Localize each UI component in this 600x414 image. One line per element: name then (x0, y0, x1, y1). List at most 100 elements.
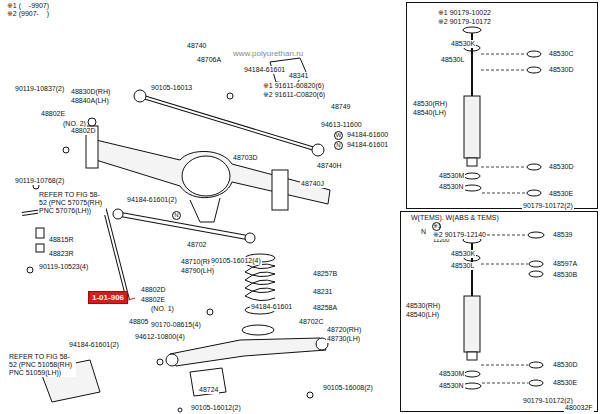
part-number: 48539 (552, 231, 573, 239)
stabilizer-bar (22, 204, 128, 300)
part-number: 48530E (552, 379, 578, 387)
lower-arm (170, 338, 326, 366)
part-number: 90170-08615(4) (150, 321, 202, 329)
part-number: 48530B (552, 271, 578, 279)
circle-mark: N (334, 141, 343, 150)
shock-absorber (463, 27, 481, 191)
note: ※2 (9907- ) (6, 10, 50, 18)
catalog-number-box: 1-01-906 (88, 291, 128, 304)
part-number: 48805 (128, 318, 149, 326)
part-number: 48802E (140, 296, 166, 304)
part-number: 94612-10800(4) (134, 333, 186, 341)
leader-line (128, 298, 135, 300)
watermark: www.polyurethan.ru (232, 50, 304, 58)
part-number: 48790(LH) (180, 267, 215, 275)
part-number: 48706A (196, 56, 222, 64)
control-arm (118, 214, 250, 238)
part-number: 48530L (440, 56, 465, 64)
part-number: 48530D (548, 66, 575, 74)
note: ※1 ( -9907) (6, 2, 50, 10)
circle-mark: W (334, 131, 343, 140)
note: N (420, 228, 427, 236)
part-number: 48530M (438, 172, 465, 180)
part-number: 90119-10768(2) (14, 177, 65, 185)
bushing (134, 90, 146, 102)
part-number: 48840A(LH) (70, 97, 110, 105)
lateral-rod (140, 96, 318, 150)
bushing (312, 144, 324, 156)
part-number: 480032F (564, 404, 594, 412)
inset-frame (407, 3, 598, 209)
part-number: 48802D (140, 286, 167, 294)
part-number: 48530L (450, 262, 475, 270)
part-number: 94184-61600 (346, 131, 389, 139)
part-number: ※1 90179-10022 (437, 9, 492, 17)
axle-housing (190, 198, 220, 222)
part-number: 90119-10523(4) (38, 263, 89, 271)
part-number: 90105-16013 (150, 84, 193, 92)
part-number: 48802D (70, 127, 97, 135)
circle-mark: N (172, 211, 181, 220)
part-number: 48703D (232, 154, 259, 162)
part-number: 48530M (438, 370, 465, 378)
note: REFER TO FIG 58-52 (PNC 57075(RH) PNC 57… (38, 191, 106, 215)
differential (182, 156, 230, 196)
part-number: 48258A (312, 304, 338, 312)
part-number: 94184-61601 (346, 141, 389, 149)
part-number: 94184-61601(2) (68, 341, 120, 349)
part-number: 48341 (288, 72, 309, 80)
bracket (272, 170, 288, 210)
part-number: 48740 (186, 42, 207, 50)
part-number: 48720(RH) (326, 326, 362, 334)
bushing (527, 51, 544, 386)
part-number: 48530(RH) (412, 100, 448, 108)
part-number: 94184-61601(2) (126, 196, 178, 204)
part-number: 90179-10172(2) (522, 202, 574, 210)
part-number: W(TEMS). W(ABS & TEMS) (410, 214, 500, 222)
part-number: 48830D(RH) (70, 88, 111, 96)
part-number: 48231 (312, 288, 333, 296)
part-number: 94184-61601 (243, 66, 286, 74)
part-number: 48530N (438, 382, 465, 390)
part-number: 48749 (330, 103, 351, 111)
circle-mark: ※1 94187-11200 (432, 222, 441, 231)
part-number: 48257B (312, 270, 338, 278)
part-number: 48530D (548, 163, 575, 171)
note: REFER TO FIG 58-52 (PNC 51058(RH) PNC 51… (8, 353, 76, 377)
part-number: 48740H (316, 162, 343, 170)
part-number: 90105-16012(4) (210, 257, 262, 265)
part-number: 48702 (186, 241, 207, 249)
part-number: ※2 90179-10172 (437, 18, 492, 26)
part-number: 48530C (548, 50, 575, 58)
catalog-number: 1-01-906 (92, 293, 124, 302)
part-number: 48530K (450, 40, 476, 48)
part-number: 48802E (40, 110, 66, 118)
part-number: 48702C (298, 318, 325, 326)
part-number: 48540(LH) (412, 109, 447, 117)
part-number: (NO. 1) (150, 305, 175, 313)
part-number: 48815R (48, 236, 75, 244)
axle-housing (96, 140, 330, 204)
part-number: 90105-16012(2) (190, 404, 242, 412)
part-number: 48823R (48, 250, 75, 258)
bracket (190, 368, 226, 396)
shock-absorber (463, 237, 481, 389)
control-arm (118, 214, 250, 238)
part-number: 48740J (300, 180, 325, 188)
part-number: 48530D (552, 361, 579, 369)
inset-frame (401, 212, 598, 412)
part-number: ※2 90179-12140 (432, 231, 487, 239)
part-number: ※1 91611-60820(6) (262, 82, 325, 90)
part-number: 90105-16008(2) (322, 384, 374, 392)
part-number: 48530(RH) (405, 302, 441, 310)
part-number: 48597A (552, 260, 578, 268)
part-number: 90119-10837(2) (14, 85, 65, 93)
lateral-rod (140, 96, 318, 150)
part-number: 48724 (198, 386, 219, 394)
part-number: 48530E (548, 190, 574, 198)
part-number: ※2 91611-C0820(6) (262, 91, 326, 99)
part-number: 48540(LH) (405, 311, 440, 319)
part-number: 94184-61601 (250, 303, 293, 311)
part-number: 48730(LH) (326, 335, 361, 343)
part-number: 94613-11600 (320, 121, 363, 129)
